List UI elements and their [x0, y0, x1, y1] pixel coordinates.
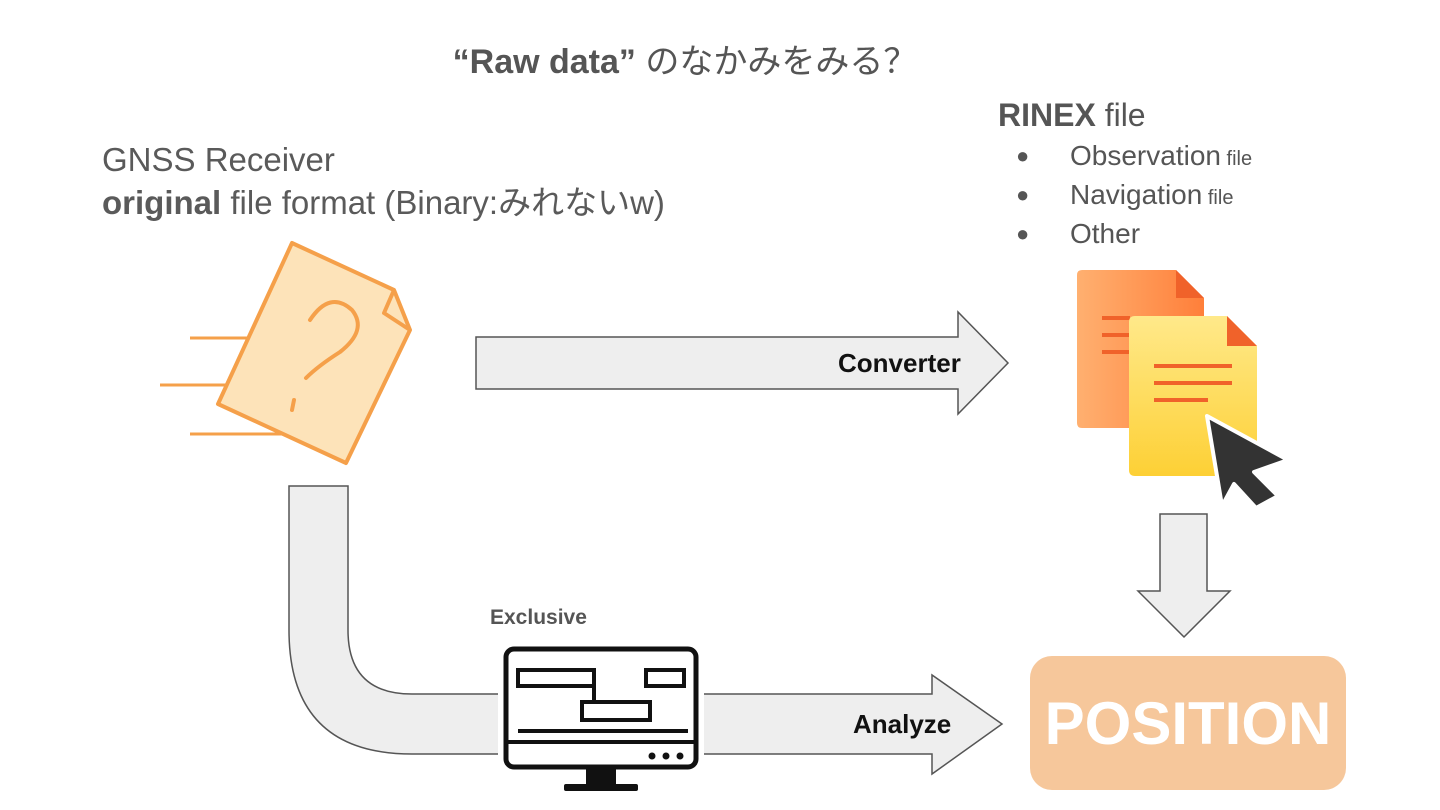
list-item-small: file — [1220, 148, 1253, 170]
slide-title: “Raw data” のなかみをみる？ — [0, 34, 1370, 83]
exclusive-label: Exclusive — [490, 606, 587, 629]
converter-label: Converter — [838, 348, 961, 378]
list-item-main: Observation — [1070, 140, 1221, 171]
list-item: ● Observation file — [998, 138, 1252, 177]
list-item: ● Other — [998, 216, 1252, 255]
rinex-list: ● Observation file ● Navigation file ● Othe… — [998, 138, 1252, 255]
gnss-line2: original file format (Binary:みれないw) — [102, 181, 665, 224]
bullet: ● — [1016, 221, 1030, 246]
gnss-line1: GNSS Receiver — [102, 141, 335, 178]
list-item-main: Other — [1070, 218, 1141, 249]
position-box: POSITION — [1030, 656, 1346, 790]
bullet: ● — [1016, 182, 1030, 207]
cursor-icon — [1205, 414, 1290, 510]
monitor-software-icon — [498, 640, 704, 791]
list-item: ● Navigation file — [998, 177, 1252, 216]
gnss-description: GNSS Receiver original file format (Bina… — [102, 138, 665, 224]
rinex-rest: file — [1095, 97, 1146, 133]
rinex-heading: RINEX file — [998, 97, 1252, 134]
title-rest: のなかみをみる？ — [635, 43, 918, 81]
rinex-description: RINEX file ● Observation file ● Navigation… — [998, 97, 1252, 255]
rinex-bold: RINEX — [998, 97, 1096, 133]
converter-arrow — [475, 310, 1010, 416]
list-item-small: file — [1202, 187, 1234, 209]
down-arrow — [1136, 513, 1232, 639]
position-label: POSITION — [1044, 689, 1332, 757]
question-file-icon — [160, 241, 412, 465]
title-bold: “Raw data” — [452, 43, 636, 81]
analyze-label: Analyze — [853, 709, 952, 739]
list-item-main: Navigation — [1070, 179, 1203, 210]
bullet: ● — [1016, 143, 1030, 168]
gnss-rest: file format (Binary:みれないw) — [221, 184, 665, 221]
analyze-arrow — [288, 485, 1004, 776]
gnss-bold: original — [102, 184, 222, 221]
